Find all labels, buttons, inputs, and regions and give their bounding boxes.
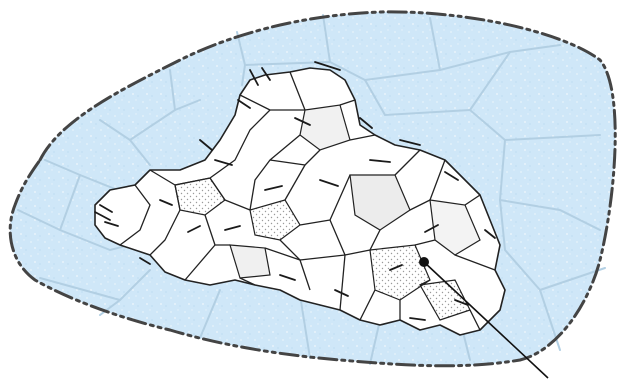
diagram-canvas <box>0 0 621 382</box>
diagram-svg <box>0 0 621 382</box>
